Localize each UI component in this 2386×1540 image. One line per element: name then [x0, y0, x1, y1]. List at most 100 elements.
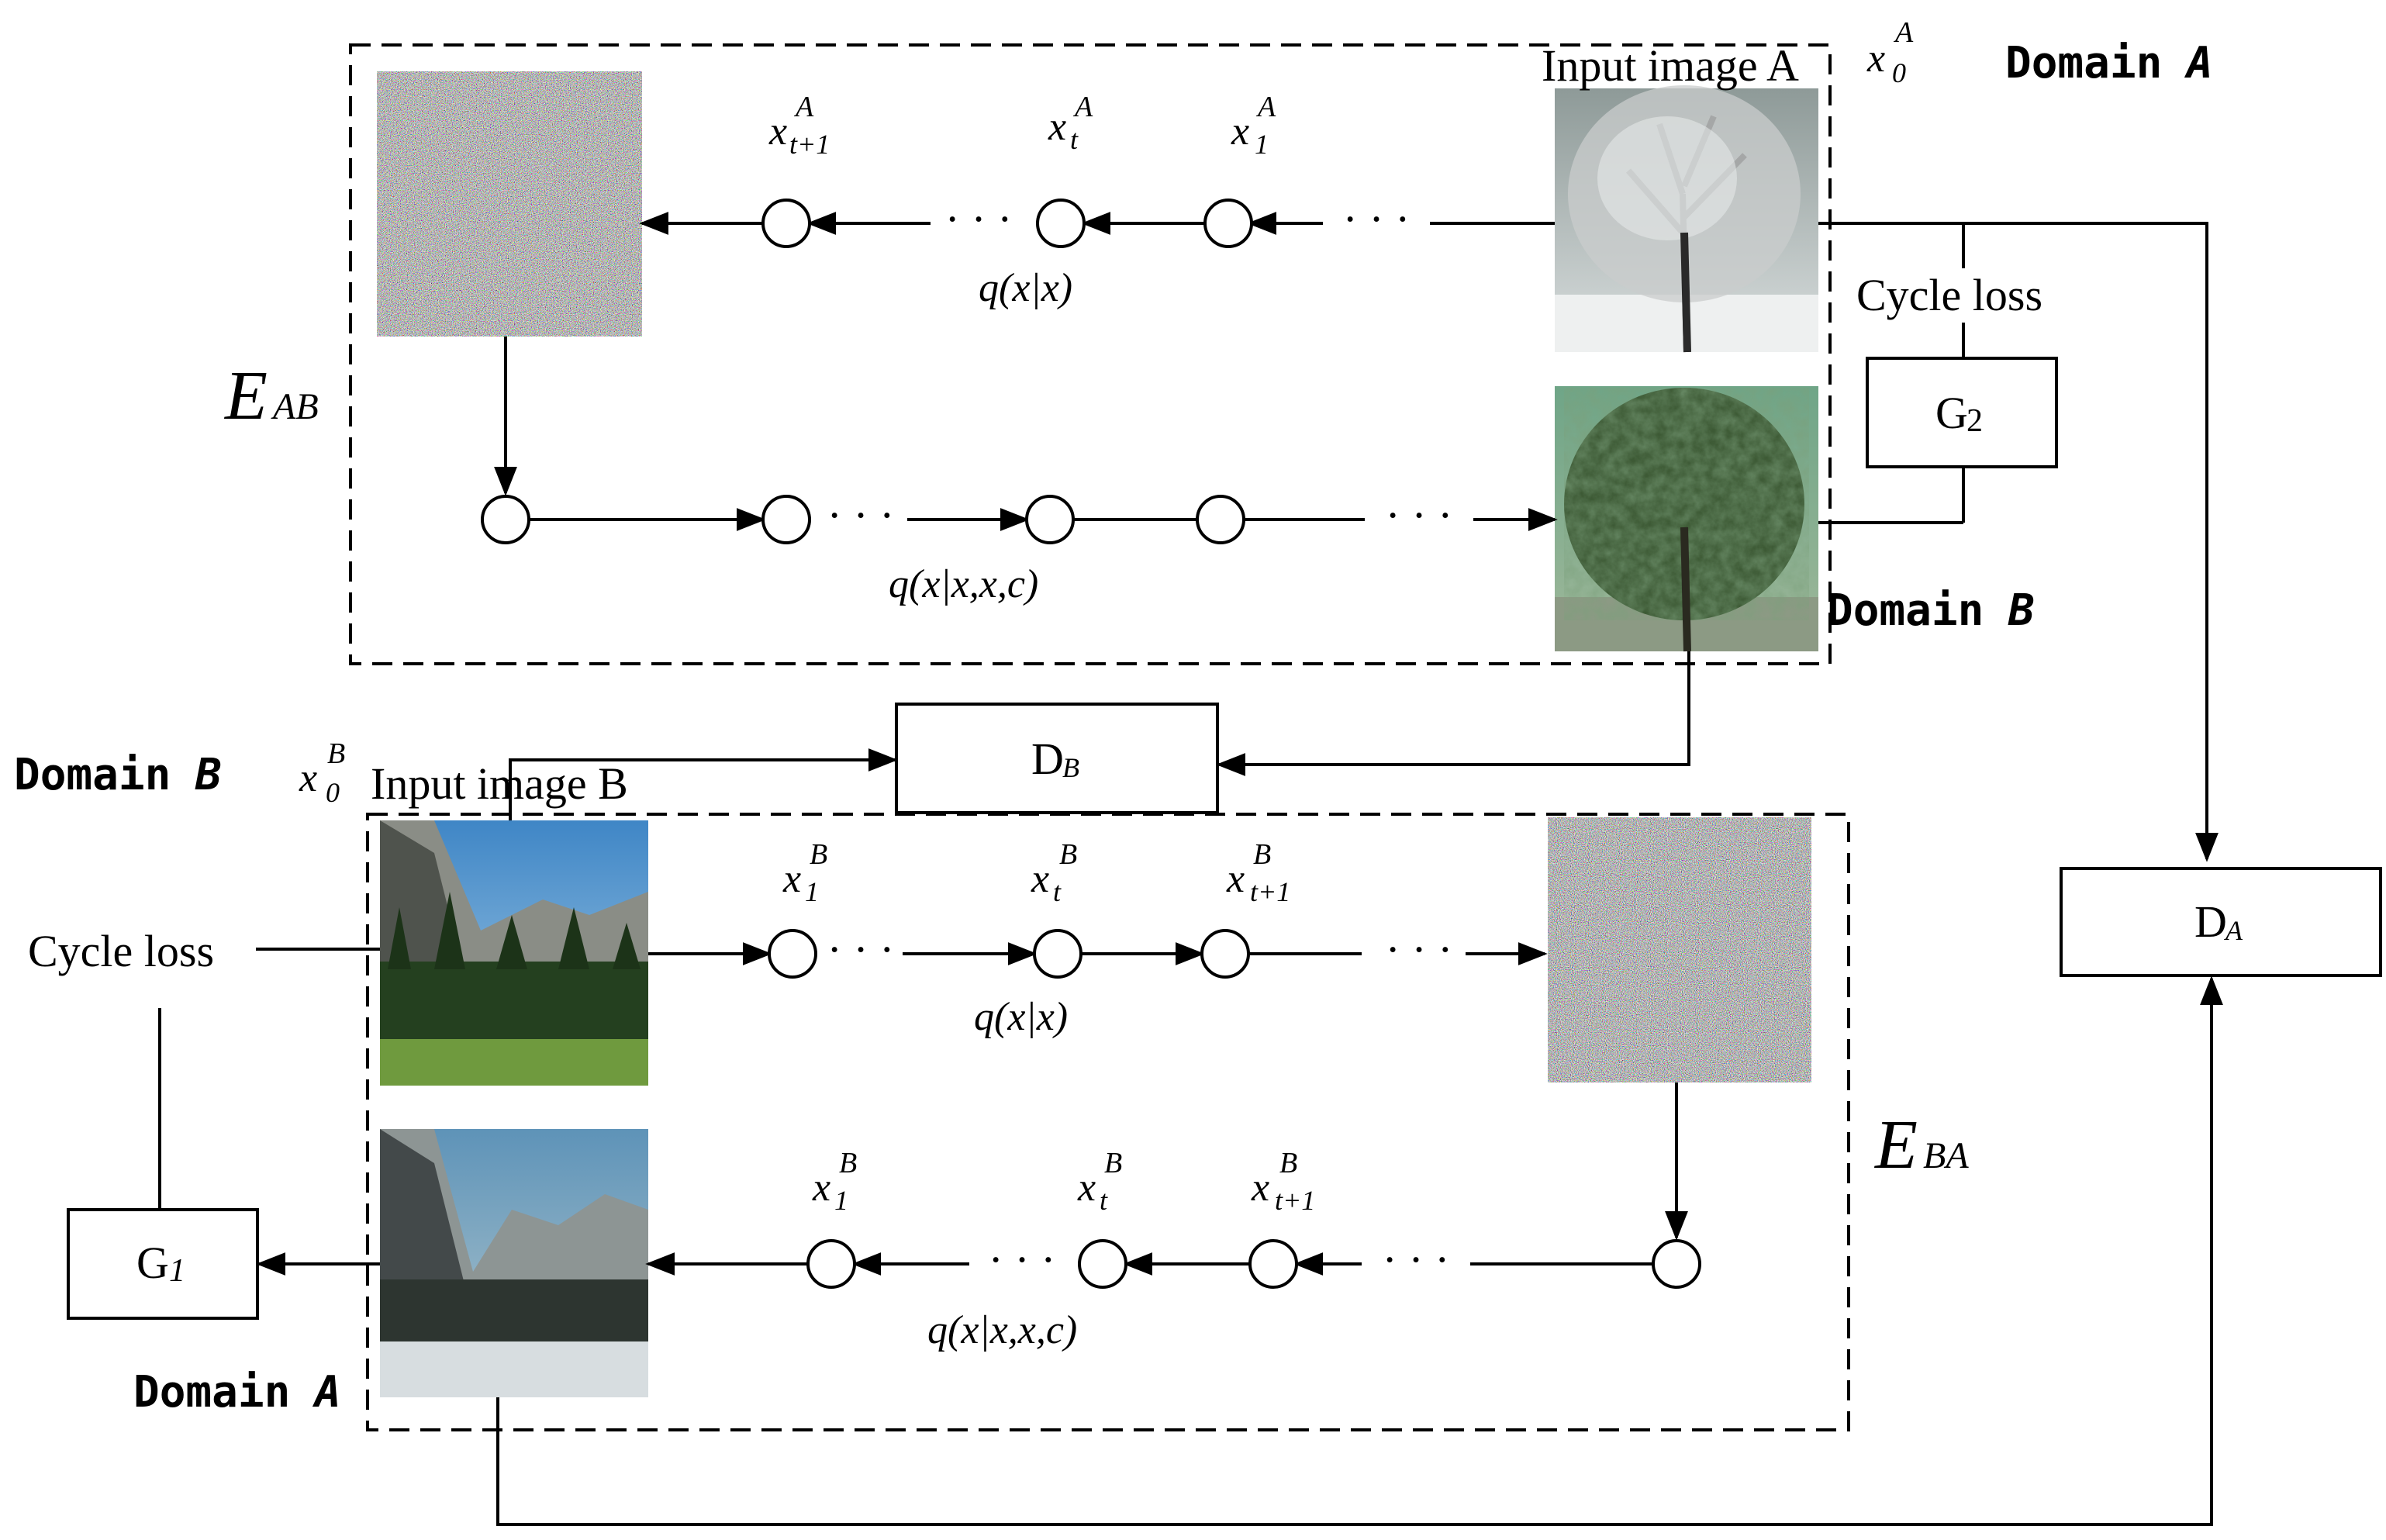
svg-text:E: E	[1873, 1107, 1918, 1183]
svg-text:A: A	[312, 1367, 341, 1417]
label-x-t-b-rev: x B t	[1077, 1147, 1122, 1216]
svg-text:A: A	[2224, 915, 2243, 946]
ellipsis-bottom-3: · · ·	[1383, 1234, 1450, 1285]
label-x0-b: x B 0	[299, 737, 345, 808]
ellipsis-top-4: · · ·	[1386, 490, 1453, 540]
node-x1-a	[1203, 199, 1253, 248]
svg-text:A: A	[1255, 91, 1276, 123]
svg-text:A: A	[1072, 91, 1093, 123]
svg-text:D: D	[2194, 896, 2227, 947]
g2-box	[1866, 357, 2058, 468]
label-x-t1-b-rev: x B t+1	[1251, 1147, 1315, 1216]
label-x-t-a: x A t	[1048, 91, 1093, 155]
svg-text:Domain: Domain	[1827, 585, 1984, 636]
svg-text:x: x	[782, 857, 801, 901]
label-x-t-b: x B t	[1031, 838, 1077, 907]
svg-text:E: E	[223, 357, 268, 434]
svg-text:G: G	[1935, 388, 1968, 438]
svg-text:AB: AB	[271, 386, 319, 427]
cycle-loss-left: Cycle loss	[28, 926, 214, 976]
domain-a-top-label: Domain A	[2005, 38, 2213, 88]
translated-image-b	[1555, 386, 1818, 652]
input-image-a	[1555, 85, 1818, 353]
input-image-b	[380, 820, 648, 1086]
svg-text:t: t	[1053, 876, 1062, 907]
svg-text:B: B	[1279, 1147, 1297, 1179]
svg-text:1: 1	[834, 1185, 848, 1216]
svg-text:B: B	[810, 838, 827, 871]
domain-b-top-label: Domain B	[1827, 585, 2035, 636]
node-rev-top-1	[481, 495, 530, 544]
svg-text:1: 1	[805, 876, 819, 907]
svg-text:t+1: t+1	[1275, 1185, 1315, 1216]
g1-box	[67, 1208, 259, 1320]
label-x0-a: x A 0	[1866, 16, 1914, 88]
node-xt1-a	[761, 199, 811, 248]
svg-text:2: 2	[1966, 403, 1983, 439]
ellipsis-bottom-1: · · ·	[827, 924, 895, 975]
svg-text:B: B	[195, 750, 222, 800]
eab-label: E AB	[223, 357, 319, 434]
ellipsis-top-1: · · ·	[1343, 194, 1411, 244]
db-box	[895, 703, 1219, 814]
ellipsis-bottom-2: · · ·	[1386, 924, 1453, 975]
node-rev-top-4	[1196, 495, 1245, 544]
svg-text:t+1: t+1	[789, 129, 830, 160]
svg-text:B: B	[1062, 752, 1079, 783]
g2-label: G 2	[1935, 388, 1983, 439]
svg-text:BA: BA	[1923, 1135, 1969, 1176]
svg-text:Domain: Domain	[2005, 38, 2162, 88]
svg-text:0: 0	[326, 777, 340, 808]
node-xt-b	[1033, 929, 1083, 979]
label-x-t1-a: x A t+1	[768, 91, 830, 160]
node-rev-bottom-3	[1078, 1239, 1127, 1289]
label-x-1-b: x B 1	[782, 838, 827, 907]
node-xt1-b	[1200, 929, 1250, 979]
eab-group-border	[349, 43, 1832, 665]
input-image-b-label: Input image B	[371, 758, 628, 809]
svg-text:t: t	[1070, 124, 1079, 155]
svg-text:t+1: t+1	[1250, 876, 1290, 907]
svg-text:B: B	[1059, 838, 1077, 871]
da-box	[2060, 867, 2382, 977]
svg-text:1: 1	[1255, 129, 1269, 160]
input-image-a-label: Input image A	[1542, 40, 1799, 91]
label-x-1-a: x A 1	[1231, 91, 1276, 160]
translated-image-a	[380, 1129, 648, 1397]
svg-text:D: D	[1031, 734, 1064, 784]
svg-text:x: x	[1231, 109, 1249, 154]
svg-text:B: B	[839, 1147, 857, 1179]
svg-text:Domain: Domain	[133, 1367, 290, 1417]
svg-text:B: B	[327, 737, 345, 770]
node-x1-b	[768, 929, 817, 979]
q-forward-bottom: q(x|x)	[974, 995, 1068, 1039]
svg-text:x: x	[1251, 1165, 1269, 1210]
node-rev-top-3	[1025, 495, 1075, 544]
domain-b-left-label: Domain B	[14, 750, 222, 800]
svg-text:x: x	[1031, 857, 1049, 901]
label-x-t1-b: x B t+1	[1226, 838, 1290, 907]
svg-text:1: 1	[169, 1253, 185, 1289]
node-xt-a	[1036, 199, 1086, 248]
node-rev-top-2	[761, 495, 811, 544]
cycle-loss-top: Cycle loss	[1856, 270, 2042, 320]
svg-text:A: A	[2184, 38, 2213, 88]
svg-text:t: t	[1100, 1185, 1108, 1216]
svg-text:G: G	[136, 1238, 169, 1288]
db-label: D B	[1031, 734, 1079, 784]
ellipsis-top-3: · · ·	[827, 490, 895, 540]
node-rev-bottom-4	[806, 1239, 856, 1289]
svg-text:A: A	[1893, 16, 1914, 49]
domain-a-bottom-label: Domain A	[133, 1367, 341, 1417]
svg-text:x: x	[1866, 36, 1885, 81]
q-reverse-bottom: q(x|x,x,c)	[927, 1308, 1077, 1352]
svg-text:x: x	[299, 756, 317, 800]
g1-label: G 1	[136, 1238, 185, 1289]
node-rev-bottom-1	[1652, 1239, 1701, 1289]
svg-text:B: B	[1253, 838, 1271, 871]
svg-text:x: x	[1048, 105, 1066, 149]
svg-text:0: 0	[1892, 57, 1906, 88]
node-rev-bottom-2	[1248, 1239, 1298, 1289]
noise-image-top	[377, 71, 642, 337]
